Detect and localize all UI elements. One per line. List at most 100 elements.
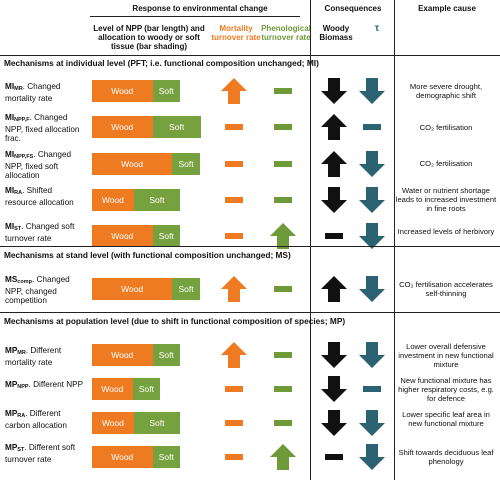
header-example-group: Example cause bbox=[418, 4, 476, 13]
header-woody-column: Woody Biomass bbox=[319, 24, 353, 42]
wood-segment: Wood bbox=[92, 446, 153, 468]
header-npp-column: Level of NPP (bar length) and allocation… bbox=[93, 24, 205, 51]
soft-segment: Soft bbox=[133, 412, 180, 434]
woody-biomass-up-arrow-icon bbox=[321, 276, 347, 302]
woody-biomass-flat-icon bbox=[325, 233, 343, 240]
soft-segment: Soft bbox=[172, 278, 200, 300]
tau-down-arrow-icon bbox=[359, 186, 385, 213]
phenological-flat-icon bbox=[274, 88, 292, 94]
woody-biomass-up-arrow-icon bbox=[321, 150, 347, 177]
row-label: MPRA. Different carbon allocation bbox=[5, 409, 67, 430]
mortality-flat-icon bbox=[225, 420, 243, 426]
woody-biomass-down-arrow-icon bbox=[321, 186, 347, 213]
header-mortality-column: Mortality turnover rate bbox=[211, 24, 261, 42]
phenological-flat-icon bbox=[274, 420, 292, 426]
row-label: MIMR. Changed mortality rate bbox=[5, 82, 61, 103]
row-label: MPNPP. Different NPP bbox=[5, 380, 84, 390]
mortality-flat-icon bbox=[225, 124, 243, 131]
wood-segment: Wood bbox=[92, 116, 153, 139]
soft-segment: Soft bbox=[172, 152, 200, 175]
woody-biomass-down-arrow-icon bbox=[321, 78, 347, 104]
header-underline bbox=[90, 16, 300, 17]
example-cause: More severe drought, demographic shift bbox=[409, 82, 483, 100]
soft-segment: Soft bbox=[152, 80, 180, 102]
column-divider-example bbox=[394, 0, 395, 480]
wood-segment: Wood bbox=[92, 188, 134, 211]
soft-segment: Soft bbox=[152, 225, 180, 248]
example-cause: Lower specific leaf area in new function… bbox=[402, 409, 490, 428]
woody-biomass-down-arrow-icon bbox=[321, 410, 347, 436]
example-cause: Increased levels of herbivory bbox=[397, 227, 495, 237]
mortality-up-arrow-icon bbox=[221, 276, 247, 302]
mortality-flat-icon bbox=[225, 233, 243, 240]
phenological-up-arrow-icon bbox=[270, 223, 296, 250]
phenological-flat-icon bbox=[274, 196, 292, 203]
row-label: MScomp. Changed NPP, changed competition bbox=[5, 275, 70, 305]
tau-flat-icon bbox=[363, 124, 381, 131]
example-cause: CO₂ fertilisation bbox=[419, 122, 473, 132]
wood-segment: Wood bbox=[92, 80, 153, 102]
woody-biomass-up-arrow-icon bbox=[321, 114, 347, 141]
section-divider bbox=[0, 312, 500, 313]
woody-biomass-flat-icon bbox=[325, 454, 343, 460]
phenological-up-arrow-icon bbox=[270, 444, 296, 470]
row-label: MPST. Different soft turnover rate bbox=[5, 443, 76, 464]
row-label: MPMR. Different mortality rate bbox=[5, 346, 62, 367]
wood-segment: Wood bbox=[92, 225, 153, 248]
row-label: MINPP,F. Changed NPP, fixed allocation f… bbox=[5, 113, 80, 144]
phenological-flat-icon bbox=[274, 352, 292, 358]
tau-down-arrow-icon bbox=[359, 150, 385, 177]
phenological-flat-icon bbox=[274, 160, 292, 167]
mortality-up-arrow-icon bbox=[221, 78, 247, 104]
example-cause: Lower overall defensive investment in ne… bbox=[398, 341, 494, 369]
header-consequences-group: Consequences bbox=[324, 4, 382, 13]
row-label: MIRA. Shifted resource allocation bbox=[5, 185, 74, 207]
example-cause: New functional mixture has higher respir… bbox=[398, 375, 494, 403]
soft-segment: Soft bbox=[152, 446, 180, 468]
example-cause: CO₂ fertilisation bbox=[419, 159, 473, 169]
tau-down-arrow-icon bbox=[359, 276, 385, 302]
soft-segment: Soft bbox=[133, 188, 180, 211]
wood-segment: Wood bbox=[92, 344, 153, 366]
row-label: MIST. Changed soft turnover rate bbox=[5, 222, 75, 244]
mortality-up-arrow-icon bbox=[221, 342, 247, 368]
section-title: Mechanisms at individual level (PFT; i.e… bbox=[4, 58, 319, 68]
header-tau-column: τ bbox=[374, 23, 380, 34]
mortality-flat-icon bbox=[225, 386, 243, 392]
wood-segment: Wood bbox=[92, 378, 133, 400]
column-divider-consequences bbox=[310, 0, 311, 480]
phenological-flat-icon bbox=[274, 386, 292, 392]
wood-segment: Wood bbox=[92, 412, 134, 434]
row-label: MINPP,FS. Changed NPP, fixed soft alloca… bbox=[5, 149, 72, 180]
mortality-flat-icon bbox=[225, 454, 243, 460]
soft-segment: Soft bbox=[152, 116, 201, 139]
woody-biomass-down-arrow-icon bbox=[321, 342, 347, 368]
soft-segment: Soft bbox=[132, 378, 161, 400]
wood-segment: Wood bbox=[92, 278, 173, 300]
mortality-flat-icon bbox=[225, 196, 243, 203]
tau-flat-icon bbox=[363, 386, 381, 392]
phenological-flat-icon bbox=[274, 286, 292, 292]
section-divider bbox=[0, 246, 500, 247]
example-cause: Water or nutrient shortage leads to incr… bbox=[395, 186, 497, 214]
section-title: Mechanisms at stand level (with function… bbox=[4, 250, 291, 260]
header-response-group: Response to environmental change bbox=[132, 4, 268, 13]
woody-biomass-down-arrow-icon bbox=[321, 376, 347, 402]
soft-segment: Soft bbox=[152, 344, 180, 366]
header-bottom-rule bbox=[0, 55, 500, 56]
section-title: Mechanisms at population level (due to s… bbox=[4, 316, 346, 326]
tau-down-arrow-icon bbox=[359, 342, 385, 368]
tau-down-arrow-icon bbox=[359, 78, 385, 104]
tau-down-arrow-icon bbox=[359, 444, 385, 470]
wood-segment: Wood bbox=[92, 152, 173, 175]
